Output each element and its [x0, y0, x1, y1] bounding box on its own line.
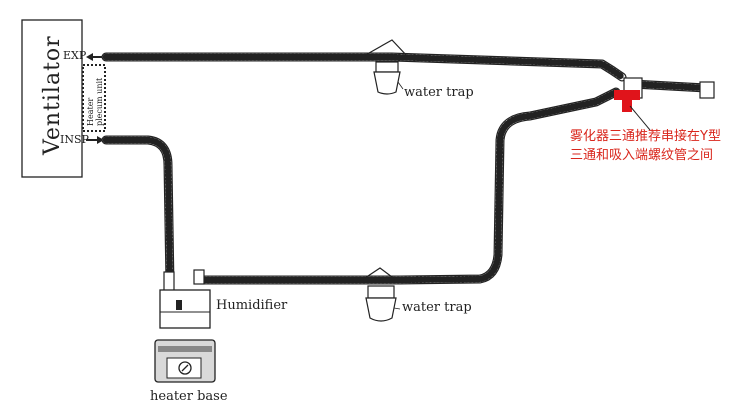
insp-port-label: INSP: [60, 133, 89, 146]
insp-arrow-icon: [86, 136, 104, 144]
inspiratory-tube-to-y-piece-ribs: [196, 88, 620, 284]
water-trap-bottom-label: water trap: [402, 300, 472, 315]
nebulizer-annotation-line2: 三通和吸入端螺纹管之间: [570, 148, 714, 163]
exp-port-label: EXP: [63, 49, 87, 62]
heater-base: [154, 339, 216, 383]
inspiratory-tube-to-y-piece: [195, 87, 621, 285]
ventilator-box: [21, 19, 83, 178]
heater-base-label: heater base: [150, 389, 228, 404]
heater-plecum-unit-label: Heater plecum unit: [86, 77, 104, 126]
nebulizer-tee: [614, 90, 640, 112]
inspiratory-tube-to-humidifier-ribs: [102, 136, 174, 289]
water-trap-top: [361, 39, 409, 95]
inspiratory-tube-to-y-piece-inner: [196, 88, 620, 284]
exp-arrow-icon: [86, 53, 103, 61]
annotation-leader-line: [629, 105, 651, 131]
expiratory-tube-ribs: [102, 53, 626, 81]
patient-wye-tube-ribs: [628, 80, 710, 92]
inspiratory-tube-to-humidifier-inner: [102, 136, 174, 289]
nebulizer-annotation-line1: 雾化器三通推荐串接在Y型: [570, 129, 721, 144]
nebulizer-annotation: 雾化器三通推荐串接在Y型 三通和吸入端螺纹管之间: [570, 127, 721, 165]
water-trap-top-label: water trap: [404, 85, 474, 100]
humidifier-label: Humidifier: [216, 298, 288, 313]
corrugated-tubes: [101, 52, 711, 290]
humidifier-chamber: [159, 269, 211, 329]
inspiratory-tube-to-humidifier: [101, 135, 175, 290]
water-trap-bottom: [361, 267, 397, 322]
